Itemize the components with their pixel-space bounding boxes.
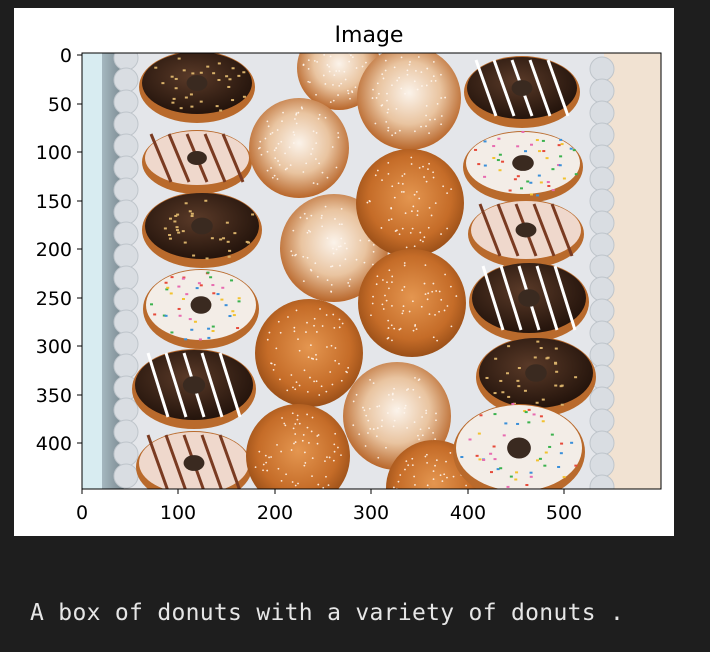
y-tick-label: 350 (36, 385, 72, 407)
filled-donut (356, 149, 464, 257)
y-tick-label: 300 (36, 336, 72, 358)
y-tick-label: 250 (36, 288, 72, 310)
y-tick-label: 0 (60, 45, 72, 67)
donut (469, 262, 589, 342)
y-tick-label: 200 (36, 239, 72, 261)
x-tick-label: 400 (450, 502, 486, 524)
filled-donut (246, 404, 350, 489)
y-tick-label: 150 (36, 191, 72, 213)
x-tick-label: 100 (160, 502, 196, 524)
y-axis: 0 50 100 150 200 250 300 350 400 (36, 45, 82, 455)
figure-title: Image (335, 23, 404, 48)
matplotlib-figure: Image 0 100 200 300 400 500 (14, 8, 674, 536)
x-axis: 0 100 200 300 400 500 (76, 489, 582, 524)
donut (142, 192, 262, 268)
donut (136, 431, 252, 489)
donut (143, 269, 259, 349)
donut (463, 130, 583, 203)
donut-photo (82, 53, 661, 489)
filled-donut (358, 249, 466, 357)
y-tick-label: 50 (48, 94, 72, 116)
filled-donut (249, 98, 349, 198)
x-tick-label: 300 (353, 502, 389, 524)
filled-donut (255, 299, 363, 407)
x-tick-label: 200 (257, 502, 293, 524)
donut (142, 130, 252, 194)
donut (464, 56, 580, 128)
y-tick-label: 100 (36, 142, 72, 164)
donut (132, 349, 256, 429)
caption-text: A box of donuts with a variety of donuts… (30, 600, 625, 626)
donut (468, 200, 584, 268)
y-tick-label: 400 (36, 433, 72, 455)
donut (139, 53, 255, 123)
x-tick-label: 0 (76, 502, 88, 524)
figure-canvas: Image 0 100 200 300 400 500 (36, 23, 662, 524)
donut (476, 337, 596, 417)
donut (453, 402, 585, 489)
filled-donut (357, 53, 461, 150)
x-tick-label: 500 (546, 502, 582, 524)
